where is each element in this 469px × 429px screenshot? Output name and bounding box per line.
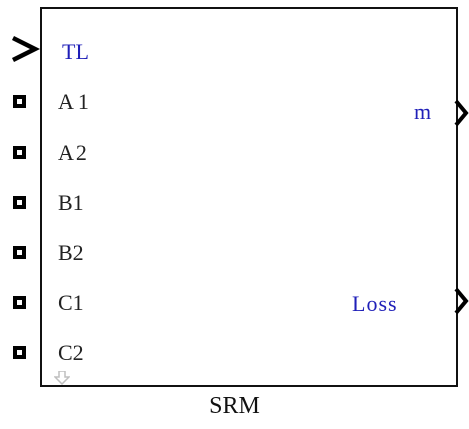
block-name-label: SRM — [209, 393, 260, 419]
port-b1-square-icon[interactable] — [13, 196, 26, 209]
port-label-loss: Loss — [352, 291, 398, 316]
m-output-arrow-icon[interactable] — [454, 99, 469, 127]
port-label-b1: B1 — [58, 190, 84, 215]
port-c2-square-icon[interactable] — [13, 346, 26, 359]
loss-output-arrow-icon[interactable] — [454, 287, 469, 315]
port-label-b2: B2 — [58, 240, 84, 265]
port-label-a2: A2 — [58, 140, 89, 165]
port-label-m: m — [414, 99, 432, 124]
port-b2-square-icon[interactable] — [13, 246, 26, 259]
port-label-c2: C2 — [58, 340, 84, 365]
port-a1-square-icon[interactable] — [13, 95, 26, 108]
down-arrow-icon[interactable] — [54, 371, 70, 385]
port-label-c1: C1 — [58, 290, 84, 315]
port-c1-square-icon[interactable] — [13, 296, 26, 309]
port-a2-square-icon[interactable] — [13, 146, 26, 159]
tl-input-arrow-icon[interactable] — [11, 35, 41, 63]
port-label-a1: A1 — [58, 89, 93, 114]
srm-block[interactable] — [40, 7, 458, 387]
port-label-tl: TL — [62, 39, 89, 64]
